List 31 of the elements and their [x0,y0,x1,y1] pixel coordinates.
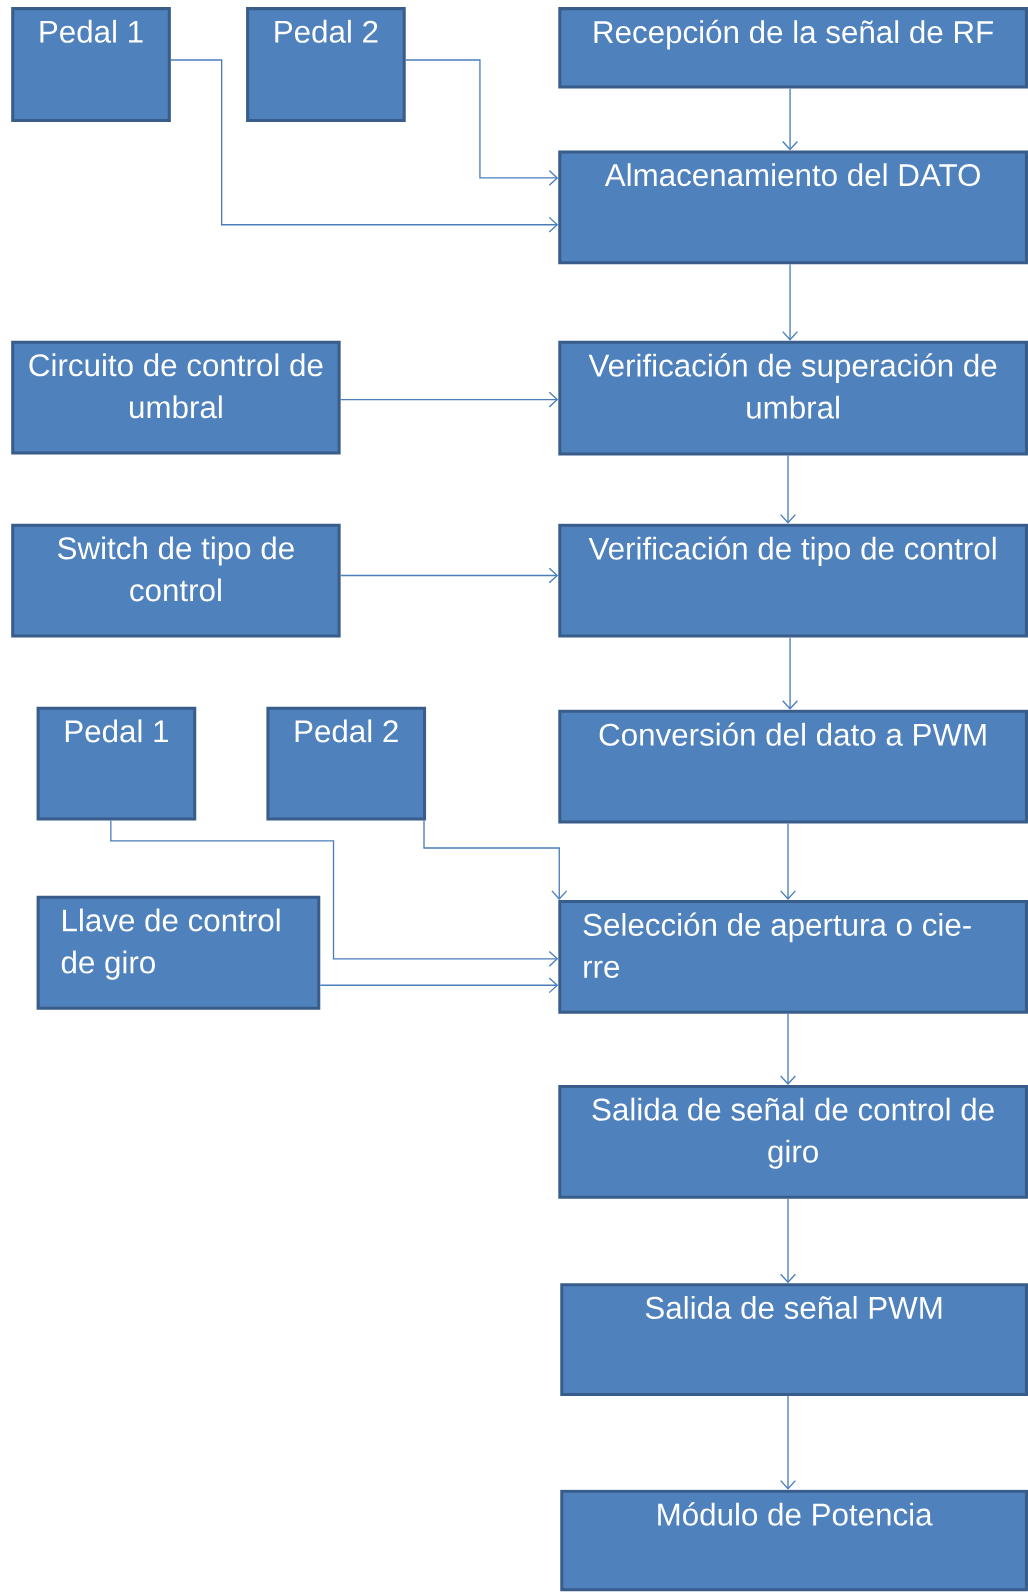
arrow [780,1395,797,1490]
process-box: Pedal 2 [266,706,427,821]
arrow [780,1198,797,1284]
process-box: Circuito de control de umbral [11,340,341,455]
process-box: Pedal 1 [36,706,197,821]
process-box: Verificación de superación de umbral [558,340,1028,456]
arrow [339,567,559,584]
process-box: Selección de apertura o cie- rre [558,899,1028,1014]
process-box: Almacenamiento del DATO [558,150,1028,265]
process-box: Conversión del dato a PWM [558,709,1028,824]
process-box: Pedal 1 [11,7,171,123]
arrow [339,391,559,408]
arrow [780,1013,797,1085]
arrow [319,977,559,994]
arrow [423,819,568,900]
process-box: Módulo de Potencia [560,1489,1028,1592]
process-box: Llave de control de giro [36,895,321,1010]
arrow [780,454,797,524]
arrow [780,822,797,900]
arrow [110,819,559,967]
arrow [170,59,559,233]
process-box: Recepción de la señal de RF [558,7,1028,89]
arrow [782,636,799,710]
process-box: Salida de señal de control de giro [558,1084,1028,1199]
process-box: Pedal 2 [246,7,406,123]
process-box: Salida de señal PWM [560,1283,1028,1397]
process-box: Verificación de tipo de control [558,523,1028,638]
arrow [782,87,799,151]
process-box: Switch de tipo de control [11,523,341,638]
arrow [405,59,559,186]
arrow [782,263,799,341]
